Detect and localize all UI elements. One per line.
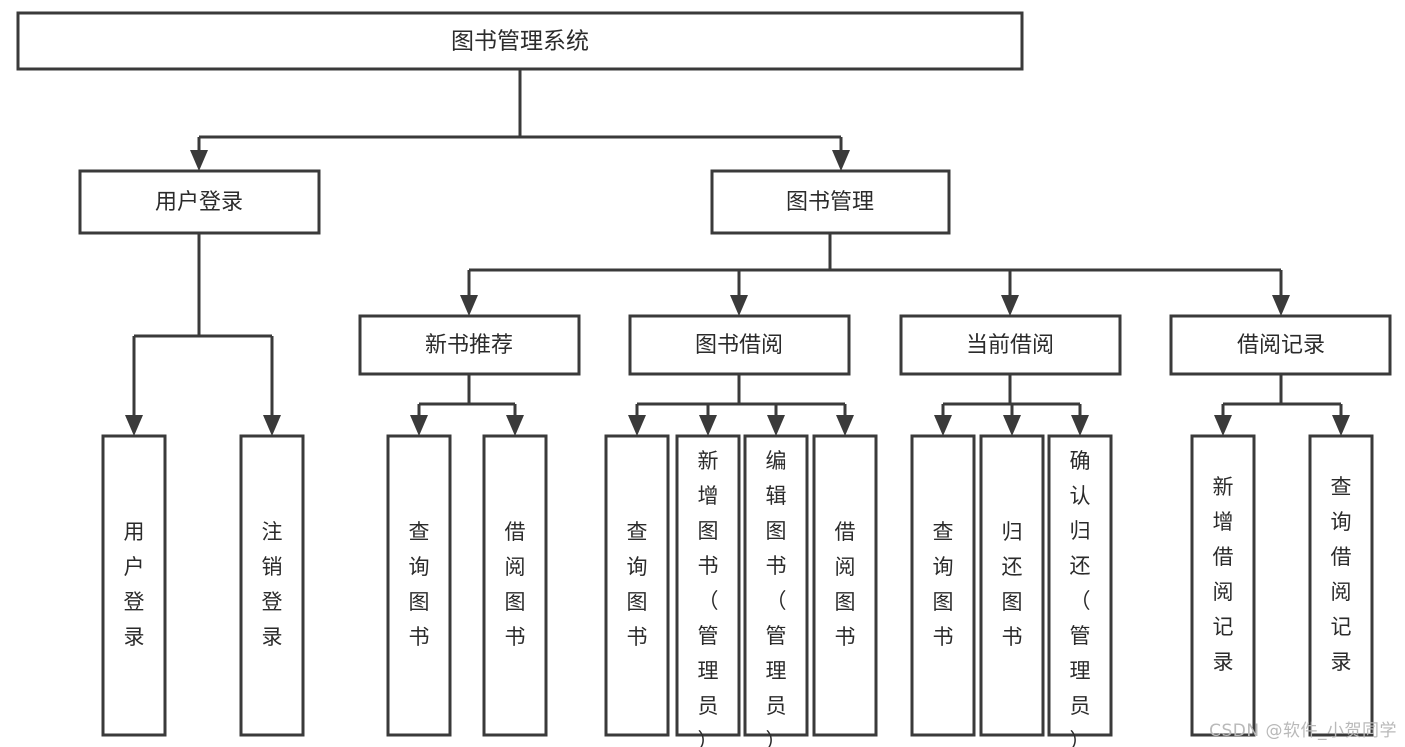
book-management-label: 图书管理 — [786, 190, 874, 215]
leaf-label: 借阅图书 — [835, 520, 856, 649]
leaf-label: 注销登录 — [262, 520, 283, 649]
leaf-node[interactable]: 查询图书 — [604, 434, 670, 737]
connector-layer — [125, 69, 1350, 436]
leaf-box[interactable] — [979, 434, 1045, 737]
arrowhead-record-add — [1214, 415, 1232, 436]
root-label: 图书管理系统 — [451, 29, 589, 55]
leaf-label: 查询图书 — [409, 520, 430, 649]
arrowhead-record-query — [1332, 415, 1350, 436]
leaf-label: 查询图书 — [627, 520, 648, 649]
node-root-system[interactable]: 图书管理系统 — [16, 11, 1024, 71]
leaf-box[interactable] — [743, 434, 809, 737]
arrowhead-borrow-record — [1272, 295, 1290, 316]
user-login-box[interactable] — [78, 169, 321, 235]
borrow-record-label: 借阅记录 — [1237, 333, 1325, 358]
arrowhead-leaf-user-login — [125, 415, 143, 436]
leaf-box[interactable] — [1190, 434, 1256, 737]
book-management-box[interactable] — [710, 169, 951, 235]
current-borrow-label: 当前借阅 — [966, 333, 1054, 358]
arrowhead-current-return — [1003, 415, 1021, 436]
book-borrow-box[interactable] — [628, 314, 851, 376]
arrowhead-book-manage — [832, 150, 850, 171]
leaf-box[interactable] — [604, 434, 670, 737]
leaf-label: 新增图书（管理员） — [698, 449, 719, 747]
new-book-recommend-box[interactable] — [358, 314, 581, 376]
leaf-node[interactable]: 注销登录 — [239, 434, 305, 737]
leaf-node[interactable]: 查询图书 — [386, 434, 452, 737]
borrow-record-box[interactable] — [1169, 314, 1392, 376]
leaf-box[interactable] — [812, 434, 878, 737]
leaf-label: 确认归还（管理员） — [1070, 449, 1091, 747]
leaf-label: 用户登录 — [124, 520, 145, 649]
arrowhead-borrow-add — [699, 415, 717, 436]
leaf-box[interactable] — [1308, 434, 1374, 737]
leaf-node[interactable]: 编辑图书（管理员） — [743, 434, 809, 747]
node-book-borrow[interactable]: 图书借阅 — [628, 314, 851, 376]
leaf-label: 归还图书 — [1002, 520, 1023, 649]
arrowhead-borrow-edit — [767, 415, 785, 436]
arrowhead-new-book-rec — [460, 295, 478, 316]
root-box[interactable] — [16, 11, 1024, 71]
node-current-borrow[interactable]: 当前借阅 — [899, 314, 1122, 376]
leaf-label: 查询图书 — [933, 520, 954, 649]
arrowhead-leaf-user-logout — [263, 415, 281, 436]
arrowhead-book-borrow — [730, 295, 748, 316]
leaf-box[interactable] — [675, 434, 741, 737]
leaf-node[interactable]: 用户登录 — [101, 434, 167, 737]
leaf-box[interactable] — [239, 434, 305, 737]
node-book-management[interactable]: 图书管理 — [710, 169, 951, 235]
arrowhead-current-query — [934, 415, 952, 436]
leaf-label: 借阅图书 — [505, 520, 526, 649]
leaf-node[interactable]: 借阅图书 — [482, 434, 548, 737]
leaf-node[interactable]: 新增图书（管理员） — [675, 434, 741, 747]
leaf-node[interactable]: 归还图书 — [979, 434, 1045, 737]
leaf-label: 编辑图书（管理员） — [766, 449, 787, 747]
leaf-node[interactable]: 确认归还（管理员） — [1047, 434, 1113, 747]
leaf-node[interactable]: 查询图书 — [910, 434, 976, 737]
leaf-label: 查询借阅记录 — [1331, 475, 1352, 674]
user-login-label: 用户登录 — [155, 190, 243, 215]
current-borrow-box[interactable] — [899, 314, 1122, 376]
arrowhead-current-borrow — [1001, 295, 1019, 316]
arrowhead-user-login — [190, 150, 208, 171]
leaf-box[interactable] — [1047, 434, 1113, 737]
node-new-book-recommend[interactable]: 新书推荐 — [358, 314, 581, 376]
leaf-layer: 用户登录 注销登录 查询图书 借阅图书 查询图书 新增图书（管理员） 编辑图书（管理员） 借阅… — [101, 434, 1374, 747]
node-borrow-record[interactable]: 借阅记录 — [1169, 314, 1392, 376]
new-book-recommend-label: 新书推荐 — [425, 333, 513, 358]
arrowhead-rec-borrow — [506, 415, 524, 436]
node-user-login[interactable]: 用户登录 — [78, 169, 321, 235]
leaf-node[interactable]: 新增借阅记录 — [1190, 434, 1256, 737]
arrowhead-current-confirm — [1071, 415, 1089, 436]
arrowhead-borrow-lend — [836, 415, 854, 436]
leaf-node[interactable]: 借阅图书 — [812, 434, 878, 737]
leaf-box[interactable] — [482, 434, 548, 737]
book-borrow-label: 图书借阅 — [695, 333, 783, 358]
leaf-box[interactable] — [910, 434, 976, 737]
leaf-box[interactable] — [101, 434, 167, 737]
leaf-label: 新增借阅记录 — [1213, 475, 1234, 674]
arrowhead-borrow-query — [628, 415, 646, 436]
leaf-node[interactable]: 查询借阅记录 — [1308, 434, 1374, 737]
arrowhead-rec-query — [410, 415, 428, 436]
leaf-box[interactable] — [386, 434, 452, 737]
